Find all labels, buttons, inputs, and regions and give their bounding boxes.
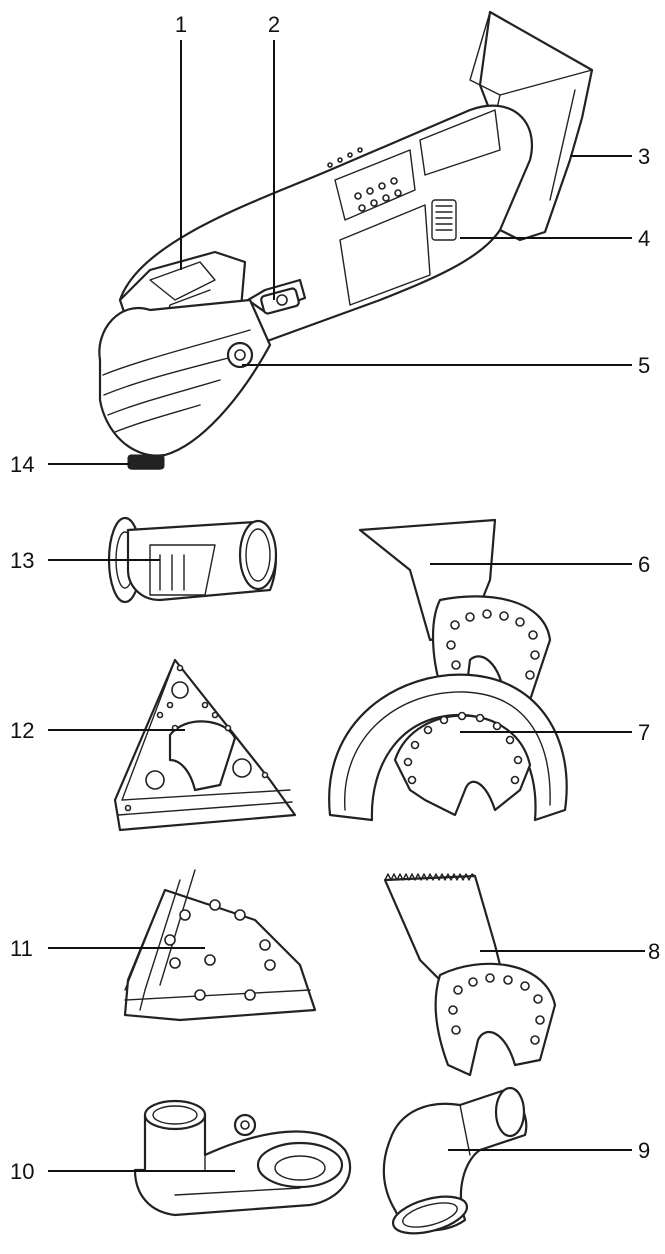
elbow-adapter-9 <box>382 1086 528 1235</box>
callout-14: 14 <box>10 452 34 477</box>
scraper-blade-6 <box>358 518 552 702</box>
callout-13: 13 <box>10 548 34 573</box>
dust-hood-10 <box>133 1099 352 1217</box>
dust-adapter-13 <box>107 516 278 604</box>
callout-11: 11 <box>10 936 33 961</box>
callout-12: 12 <box>10 718 34 743</box>
segment-saw-blade-7 <box>328 673 568 822</box>
callout-3: 3 <box>638 144 650 169</box>
sanding-sheets-11 <box>123 869 317 1022</box>
delta-sanding-pad-12 <box>113 658 297 832</box>
callout-10: 10 <box>10 1159 34 1184</box>
callout-6: 6 <box>638 552 650 577</box>
callout-2: 2 <box>268 12 280 37</box>
callout-1: 1 <box>175 12 187 37</box>
callout-4: 4 <box>638 226 650 251</box>
callout-8: 8 <box>648 939 660 964</box>
callout-5: 5 <box>638 353 650 378</box>
callout-9: 9 <box>638 1138 650 1163</box>
plunge-saw-blade-8 <box>383 873 557 1077</box>
multi-tool-body <box>98 10 594 470</box>
callout-lines <box>48 40 645 1172</box>
callout-7: 7 <box>638 720 650 745</box>
